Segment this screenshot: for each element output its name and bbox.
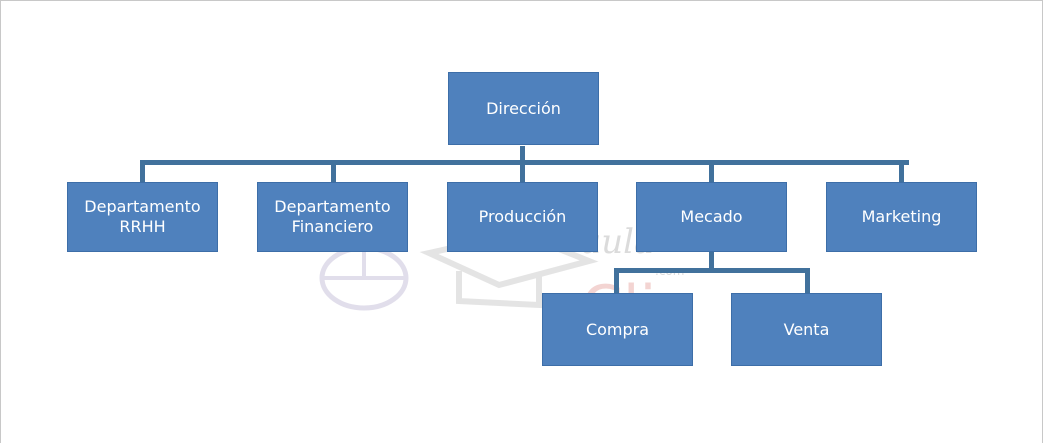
node-venta[interactable]: Venta (731, 293, 882, 366)
connector-mecado-vertical (709, 251, 714, 272)
connector-drop-marketing (899, 160, 904, 182)
connector-drop-rrhh (140, 160, 145, 182)
connector-root-vertical (520, 146, 525, 164)
node-departamento-rrhh[interactable]: Departamento RRHH (67, 182, 218, 252)
connector-drop-venta (805, 268, 810, 293)
mouse-icon (319, 245, 409, 311)
connector-drop-financiero (331, 160, 336, 182)
node-marketing[interactable]: Marketing (826, 182, 977, 252)
node-direccion[interactable]: Dirección (448, 72, 599, 145)
node-mecado[interactable]: Mecado (636, 182, 787, 252)
connector-drop-mecado (709, 160, 714, 182)
connector-level2-horizontal (614, 268, 810, 273)
connector-drop-compra (614, 268, 619, 293)
node-compra[interactable]: Compra (542, 293, 693, 366)
node-produccion[interactable]: Producción (447, 182, 598, 252)
node-departamento-financiero[interactable]: Departamento Financiero (257, 182, 408, 252)
connector-drop-produccion (520, 160, 525, 182)
